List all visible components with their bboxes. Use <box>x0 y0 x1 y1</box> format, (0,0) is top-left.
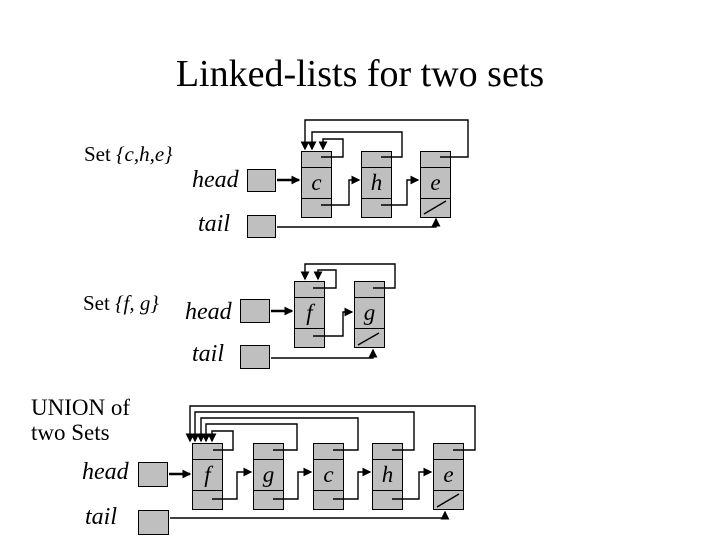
node-rep-pointer-cell <box>295 282 324 298</box>
node-rep-pointer-cell <box>421 152 450 168</box>
node-rep-pointer-cell <box>362 152 391 168</box>
head-pointer-box <box>138 462 168 487</box>
node-rep-pointer-cell <box>355 282 384 298</box>
tail-pointer-box <box>138 510 169 535</box>
node-value-cell: h <box>362 168 391 199</box>
node-rep-pointer-cell <box>434 444 463 460</box>
set-che-label: Set {c,h,e} <box>84 142 173 167</box>
set-label-elements: {f, g} <box>115 291 159 315</box>
node-next-pointer-cell <box>254 491 283 509</box>
list-node-h: h <box>372 443 403 510</box>
node-next-pointer-cell <box>434 491 463 509</box>
tail-label: tail <box>85 504 118 530</box>
node-letter: e <box>443 462 454 487</box>
node-value-cell: g <box>355 298 384 329</box>
node-next-pointer-cell <box>355 329 384 347</box>
tail-pointer-box <box>247 215 276 238</box>
node-letter: f <box>204 462 211 487</box>
node-letter: f <box>306 300 313 325</box>
union-label-line2: two Sets <box>31 420 110 445</box>
node-next-pointer-cell <box>295 329 324 347</box>
node-next-pointer-cell <box>193 491 222 509</box>
head-label: head <box>185 299 232 325</box>
head-label: head <box>82 459 129 485</box>
node-rep-pointer-cell <box>193 444 222 460</box>
node-value-cell: e <box>421 168 450 199</box>
node-letter: c <box>323 462 334 487</box>
set-label-prefix: Set <box>83 291 116 315</box>
head-pointer-box <box>240 299 270 323</box>
node-value-cell: c <box>302 168 331 199</box>
slide-title: Linked-lists for two sets <box>175 53 545 95</box>
list-node-f: f <box>294 281 325 348</box>
node-next-pointer-cell <box>421 199 450 217</box>
node-value-cell: f <box>193 460 222 491</box>
set-fg-label: Set {f, g} <box>83 291 159 316</box>
set-label-prefix: Set <box>84 142 117 166</box>
head-label: head <box>192 167 239 193</box>
head-pointer-box <box>247 169 276 192</box>
list-node-h: h <box>361 151 392 218</box>
tail-line <box>170 510 450 520</box>
tail-label: tail <box>198 211 231 237</box>
tail-pointer-box <box>240 345 270 369</box>
node-next-pointer-cell <box>362 199 391 217</box>
node-rep-pointer-cell <box>373 444 402 460</box>
list-node-e: e <box>420 151 451 218</box>
node-value-cell: c <box>314 460 343 491</box>
node-letter: c <box>311 170 322 195</box>
node-rep-pointer-cell <box>314 444 343 460</box>
list-node-g: g <box>253 443 284 510</box>
node-rep-pointer-cell <box>254 444 283 460</box>
list-node-e: e <box>433 443 464 510</box>
list-node-f: f <box>192 443 223 510</box>
node-value-cell: h <box>373 460 402 491</box>
node-rep-pointer-cell <box>302 152 331 168</box>
list-node-g: g <box>354 281 385 348</box>
tail-line <box>271 348 378 359</box>
list-node-c: c <box>313 443 344 510</box>
node-letter: h <box>381 462 394 487</box>
node-letter: e <box>430 170 441 195</box>
node-next-pointer-cell <box>373 491 402 509</box>
tail-label: tail <box>192 341 225 367</box>
list-node-c: c <box>301 151 332 218</box>
node-next-pointer-cell <box>314 491 343 509</box>
union-label: UNION of two Sets <box>31 395 130 445</box>
union-label-line1: UNION of <box>31 395 131 420</box>
node-letter: h <box>370 170 383 195</box>
node-value-cell: f <box>295 298 324 329</box>
node-value-cell: g <box>254 460 283 491</box>
set-label-elements: {c,h,e} <box>116 142 173 166</box>
node-next-pointer-cell <box>302 199 331 217</box>
node-letter: g <box>262 462 275 487</box>
node-letter: g <box>363 300 376 325</box>
tail-line <box>277 217 441 228</box>
node-value-cell: e <box>434 460 463 491</box>
